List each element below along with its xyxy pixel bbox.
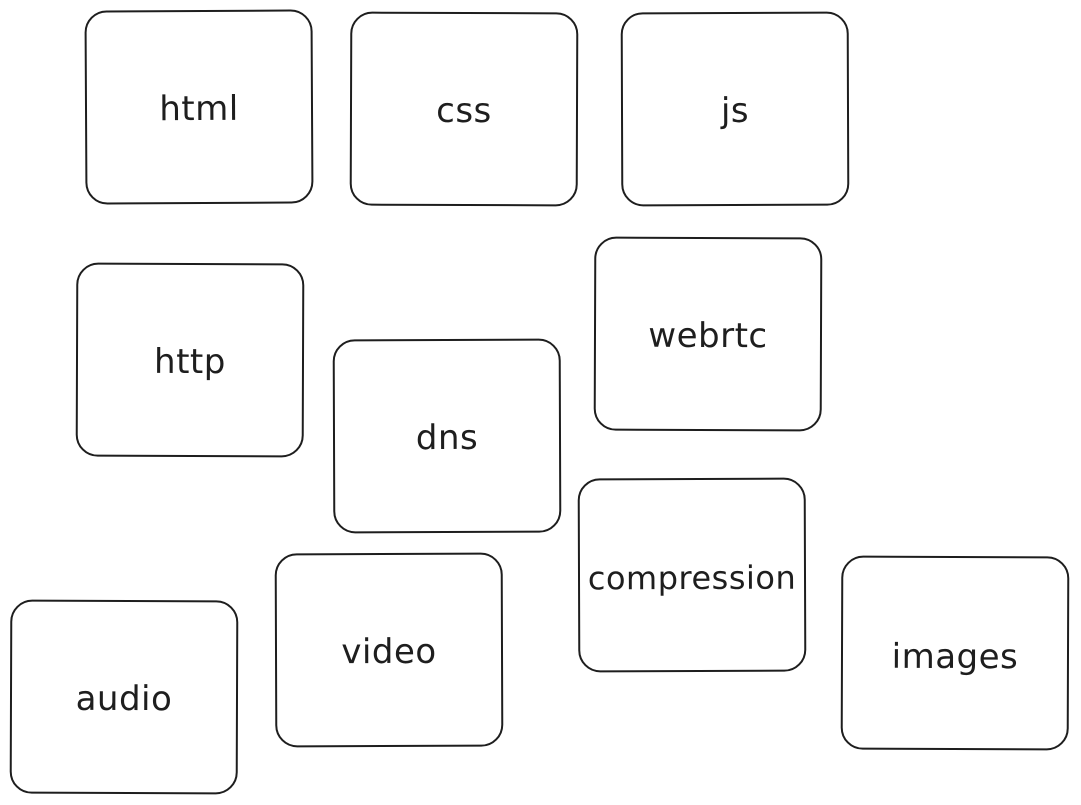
card-css[interactable]: css	[349, 11, 579, 207]
card-images[interactable]: images	[840, 555, 1070, 751]
card-audio[interactable]: audio	[9, 599, 239, 795]
card-label-html: html	[159, 88, 239, 130]
card-html[interactable]: html	[84, 9, 314, 205]
card-http[interactable]: http	[75, 262, 305, 458]
card-webrtc[interactable]: webrtc	[593, 236, 823, 432]
card-label-css: css	[436, 90, 492, 132]
card-label-js: js	[720, 90, 750, 132]
card-video[interactable]: video	[274, 552, 504, 748]
card-label-webrtc: webrtc	[648, 315, 768, 357]
card-label-compression: compression	[587, 558, 797, 598]
card-compression[interactable]: compression	[577, 477, 807, 673]
card-js[interactable]: js	[620, 11, 850, 207]
card-label-video: video	[341, 631, 437, 673]
card-label-dns: dns	[415, 417, 479, 459]
card-dns[interactable]: dns	[332, 338, 562, 534]
card-label-http: http	[154, 341, 226, 383]
card-label-audio: audio	[75, 678, 173, 720]
card-label-images: images	[891, 636, 1019, 678]
